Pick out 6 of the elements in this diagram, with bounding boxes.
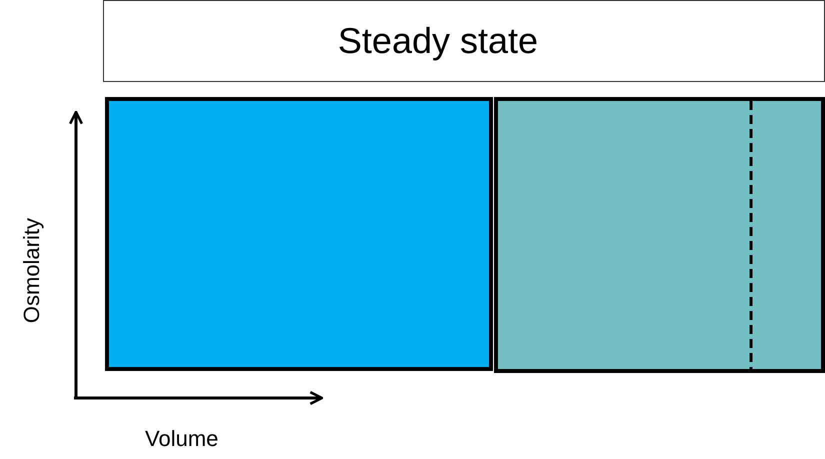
axis-label: Osmolarity — [19, 218, 45, 323]
title-box — [103, 0, 825, 82]
compartment-box — [105, 97, 493, 371]
compartment-box — [494, 97, 825, 373]
axis-label: Volume — [145, 426, 218, 452]
title-text: Steady state — [338, 20, 538, 62]
